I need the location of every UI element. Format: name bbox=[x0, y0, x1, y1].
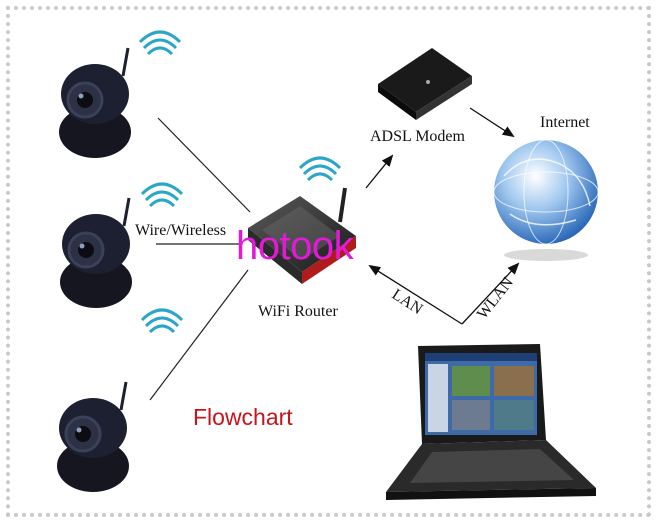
line-camera3-router bbox=[149, 269, 249, 401]
ip-camera-icon bbox=[60, 197, 132, 308]
wifi-signal-icon bbox=[140, 308, 184, 334]
arrow-lan-router bbox=[368, 264, 463, 325]
wifi-signal-icon bbox=[138, 30, 182, 56]
router-icon bbox=[248, 187, 356, 284]
flowchart-caption: Flowchart bbox=[193, 404, 293, 430]
wire-wireless-label: Wire/Wireless bbox=[135, 222, 227, 239]
wifi-signal-icon bbox=[140, 182, 184, 208]
arrow-router-modem bbox=[365, 154, 394, 189]
wifi-signal-icon bbox=[298, 156, 342, 182]
laptop-icon bbox=[386, 344, 596, 500]
wifi-router-label: WiFi Router bbox=[258, 303, 338, 320]
internet-label: Internet bbox=[540, 114, 590, 131]
adsl-modem-label: ADSL Modem bbox=[370, 128, 465, 145]
dotted-border bbox=[6, 6, 651, 517]
ip-camera-icon bbox=[59, 47, 131, 158]
watermark-text: hotook bbox=[236, 224, 354, 268]
arrow-modem-internet bbox=[469, 107, 515, 138]
line-camera1-router bbox=[157, 117, 251, 213]
arrow-wlan-internet bbox=[461, 262, 520, 325]
modem-icon bbox=[378, 48, 472, 120]
globe-icon bbox=[493, 139, 599, 261]
ip-camera-icon bbox=[57, 381, 129, 492]
